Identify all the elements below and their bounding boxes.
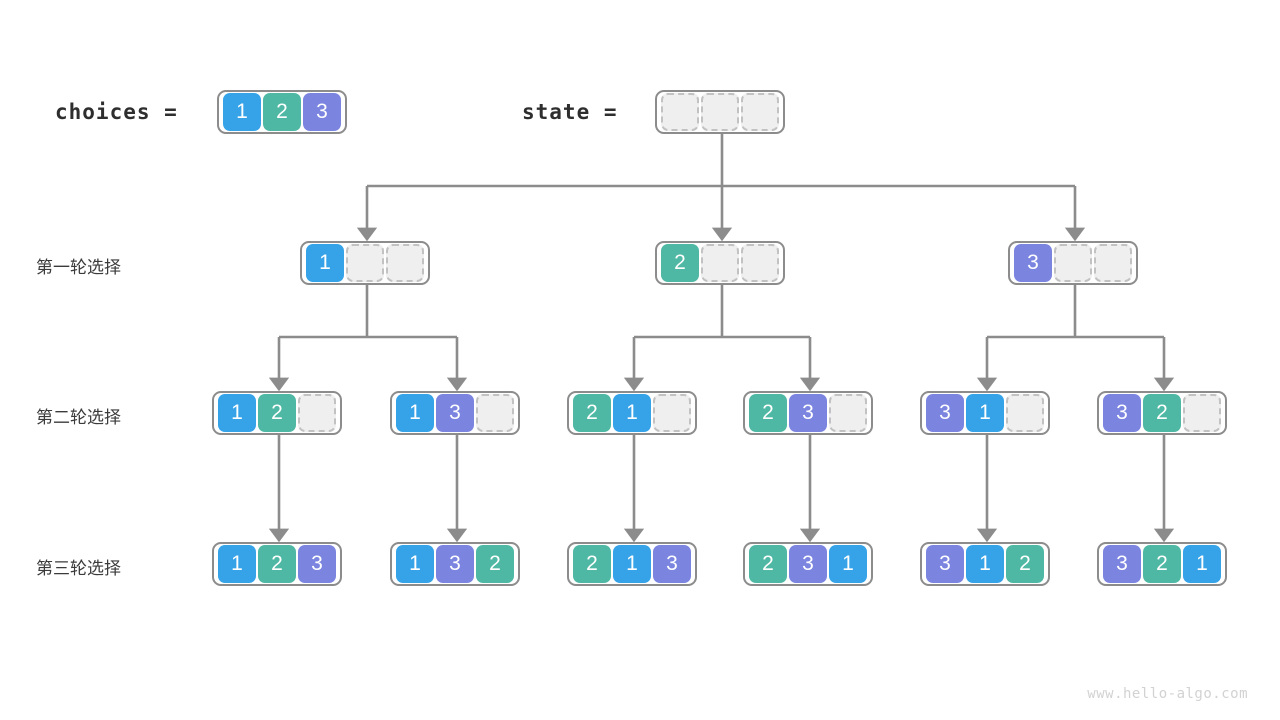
array-cell-filled: 2	[661, 244, 699, 282]
array-cell-empty	[1094, 244, 1132, 282]
array-cell-empty	[1054, 244, 1092, 282]
array-cell-filled: 3	[1103, 545, 1141, 583]
array-cell-filled: 3	[1014, 244, 1052, 282]
array-cell-filled: 1	[218, 394, 256, 432]
array-cell-filled: 2	[258, 545, 296, 583]
array-cell-filled: 2	[476, 545, 514, 583]
array-cell-filled: 2	[573, 545, 611, 583]
array-cell-filled: 1	[1183, 545, 1221, 583]
array-cell-filled: 3	[926, 545, 964, 583]
watermark: www.hello-algo.com	[1087, 686, 1248, 702]
array-cell-filled: 1	[223, 93, 261, 131]
choices-label: choices =	[55, 100, 178, 124]
state-array	[655, 90, 785, 134]
array-cell-filled: 2	[1143, 545, 1181, 583]
array-cell-filled: 2	[258, 394, 296, 432]
array-cell-filled: 1	[218, 545, 256, 583]
array-cell-filled: 2	[263, 93, 301, 131]
state-label: state =	[522, 100, 618, 124]
array-cell-empty	[1183, 394, 1221, 432]
array-cell-filled: 3	[653, 545, 691, 583]
array-cell-empty	[653, 394, 691, 432]
array-cell-empty	[701, 244, 739, 282]
array-cell-filled: 1	[396, 394, 434, 432]
array-cell-filled: 3	[926, 394, 964, 432]
array-cell-empty	[701, 93, 739, 131]
array-cell-empty	[298, 394, 336, 432]
array-cell-filled: 1	[306, 244, 344, 282]
array-cell-filled: 1	[613, 545, 651, 583]
array-cell-filled: 3	[436, 545, 474, 583]
array-cell-filled: 3	[303, 93, 341, 131]
array-cell-empty	[346, 244, 384, 282]
array-cell-filled: 1	[396, 545, 434, 583]
array-cell-empty	[661, 93, 699, 131]
array-cell-filled: 1	[966, 394, 1004, 432]
array-cell-filled: 3	[436, 394, 474, 432]
array-cell-filled: 2	[573, 394, 611, 432]
level-1-node-1: 1	[300, 241, 430, 285]
array-cell-filled: 3	[789, 545, 827, 583]
array-cell-filled: 2	[1006, 545, 1044, 583]
array-cell-empty	[1006, 394, 1044, 432]
array-cell-empty	[476, 394, 514, 432]
row-label-level-2: 第二轮选择	[36, 408, 121, 427]
array-cell-empty	[741, 93, 779, 131]
level-1-node-2: 2	[655, 241, 785, 285]
array-cell-filled: 1	[613, 394, 651, 432]
level-1-node-3: 3	[1008, 241, 1138, 285]
row-label-level-1: 第一轮选择	[36, 258, 121, 277]
array-cell-filled: 3	[789, 394, 827, 432]
array-cell-filled: 2	[749, 394, 787, 432]
array-cell-filled: 2	[749, 545, 787, 583]
array-cell-empty	[741, 244, 779, 282]
array-cell-filled: 3	[1103, 394, 1141, 432]
array-cell-filled: 3	[298, 545, 336, 583]
array-cell-empty	[386, 244, 424, 282]
array-cell-filled: 1	[966, 545, 1004, 583]
array-cell-filled: 1	[829, 545, 867, 583]
array-cell-empty	[829, 394, 867, 432]
array-cell-filled: 2	[1143, 394, 1181, 432]
row-label-level-3: 第三轮选择	[36, 559, 121, 578]
